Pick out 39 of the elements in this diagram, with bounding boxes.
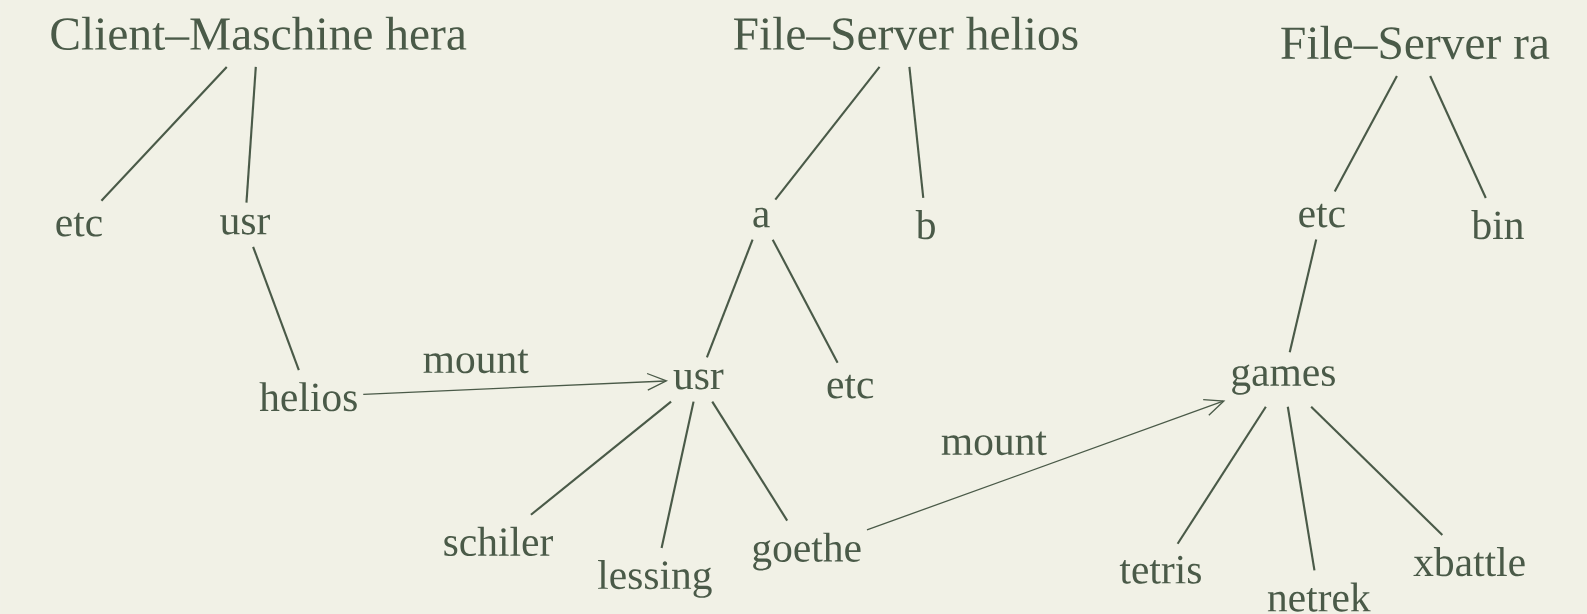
directory-label: etc	[56, 212, 102, 237]
directory-label: usr	[673, 369, 724, 390]
tree-line	[1176, 406, 1267, 545]
tree-line	[774, 66, 881, 201]
server-title: File–Server helios	[734, 16, 1078, 50]
tree-line	[1429, 75, 1487, 199]
tree-line	[252, 246, 300, 371]
directory-label: lessing	[598, 559, 712, 598]
directory-label: etc	[1299, 203, 1345, 228]
tree-line	[245, 66, 257, 203]
mount-arrow	[362, 372, 668, 395]
directory-label: games	[1232, 364, 1335, 395]
directory-label: netrek	[1267, 582, 1371, 612]
directory-label: b	[915, 209, 935, 240]
directory-label: etc	[827, 374, 874, 399]
server-title: Client–Maschine hera	[51, 16, 467, 50]
tree-line	[660, 401, 695, 548]
directory-label: schiler	[444, 526, 553, 556]
directory-label: xbattle	[1413, 546, 1525, 577]
directory-label: usr	[220, 214, 270, 235]
mount-arrow	[866, 398, 1226, 531]
server-title: File–Server ra	[1281, 25, 1550, 59]
edge-label: mount	[421, 348, 530, 375]
tree-line	[711, 400, 789, 521]
directory-label: tetris	[1119, 555, 1201, 584]
directory-label: goethe	[753, 532, 861, 571]
directory-label: bin	[1471, 209, 1524, 240]
tree-line	[100, 66, 228, 202]
tree-line	[705, 239, 754, 358]
tree-line	[908, 66, 925, 198]
tree-line	[530, 400, 672, 516]
tree-line	[1333, 75, 1398, 192]
directory-label: a	[753, 207, 770, 228]
edge-label: mount	[939, 430, 1049, 457]
tree-line	[771, 238, 839, 363]
tree-line	[1288, 239, 1318, 353]
tree-line	[1310, 405, 1444, 536]
tree-line	[1286, 406, 1316, 571]
directory-label: helios	[259, 381, 357, 412]
